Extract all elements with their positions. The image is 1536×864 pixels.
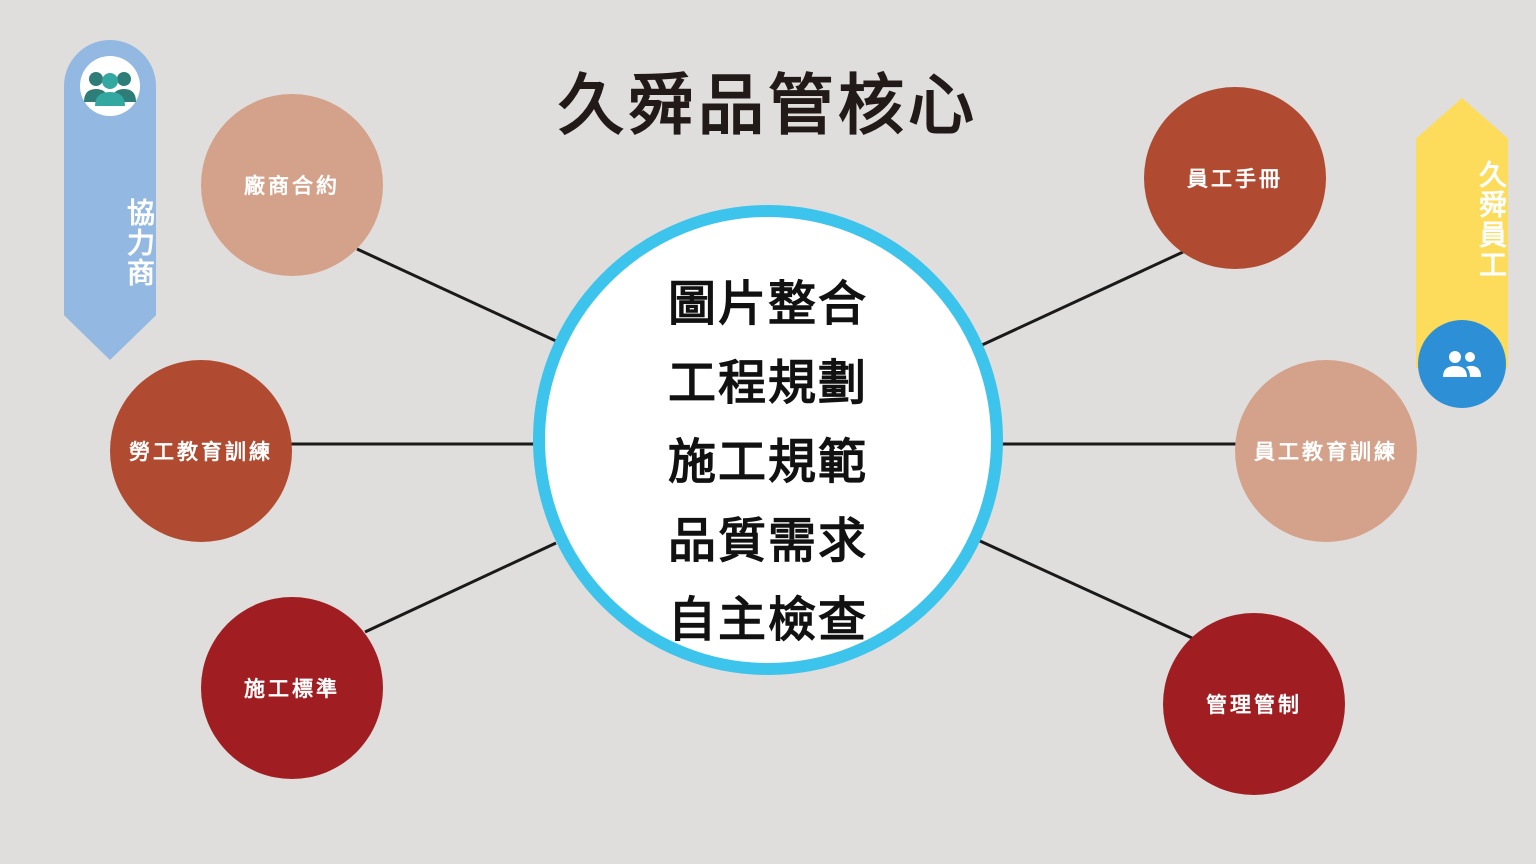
- connector-management-control: [979, 539, 1193, 640]
- banner-employees-label: 久舜員工: [1475, 160, 1508, 280]
- node-contract: 廠商合約: [201, 94, 383, 276]
- connector-construction-standard: [364, 541, 557, 634]
- node-employee-training: 員工教育訓練: [1235, 360, 1417, 542]
- page-title: 久舜品管核心: [0, 52, 1536, 148]
- node-labor-training: 勞工教育訓練: [110, 360, 292, 542]
- people-icon: [1418, 320, 1506, 408]
- node-employee-handbook: 員工手冊: [1144, 87, 1326, 269]
- core-item-construction-spec: 施工規範: [667, 434, 868, 490]
- banner-partners: 協力商: [64, 40, 156, 360]
- core-item-self-inspection: 自主檢查: [667, 592, 868, 648]
- banner-employees: 久舜員工: [1416, 98, 1508, 410]
- core-item-image-integration: 圖片整合: [667, 276, 868, 332]
- banner-partners-label: 協力商: [123, 198, 156, 288]
- node-construction-standard: 施工標準: [201, 597, 383, 779]
- node-management-control: 管理管制: [1163, 613, 1345, 795]
- core-list: 圖片整合 工程規劃 施工規範 品質需求 自主檢查: [545, 265, 991, 660]
- connector-employee-handbook: [981, 250, 1184, 347]
- users-icon: [80, 56, 140, 116]
- core-item-engineering-planning: 工程規劃: [667, 355, 868, 411]
- page-title-text: 久舜品管核心: [558, 67, 978, 144]
- connector-contract: [356, 247, 557, 343]
- core-item-quality-requirement: 品質需求: [667, 513, 868, 569]
- core-circle: 圖片整合 工程規劃 施工規範 品質需求 自主檢查: [533, 205, 1003, 675]
